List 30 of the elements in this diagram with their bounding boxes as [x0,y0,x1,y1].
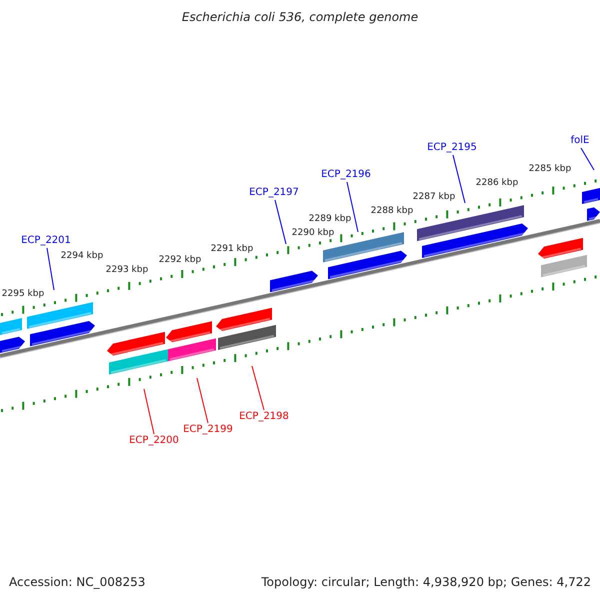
gene-label: ECP_2197 [249,187,299,199]
tick-label: 2288 kbp [370,206,414,216]
gene-label: ECP_2196 [321,169,371,181]
gene-label: ECP_2201 [21,235,71,247]
tick-label: 2290 kbp [292,228,334,238]
tick-label: 2292 kbp [158,255,202,265]
leader-line [144,388,154,434]
leader-line [196,378,208,424]
tick-label: 2294 kbp [60,251,104,261]
tick-label: 2287 kbp [412,192,456,202]
tick-label: 2291 kbp [210,244,254,254]
gene-label: ECP_2199 [183,424,233,436]
gene-label: folE [570,135,590,147]
leader-line [452,154,466,204]
accession-text: Accession: NC_008253 [9,575,146,589]
leader-line [46,248,54,290]
gene-label: ECP_2200 [129,435,179,447]
leader-line [346,182,358,232]
genome-info-text: Topology: circular; Length: 4,938,920 bp; Genes: 4,722 [261,575,591,589]
tick-label: 2289 kbp [308,214,352,224]
leader-line [274,200,286,244]
title: Escherichia coli 536, complete genome [180,10,420,24]
leader-line [580,148,594,170]
tick-label: 2293 kbp [106,265,148,275]
tick-label: 2286 kbp [476,178,518,188]
tick-label: 2295 kbp [2,289,44,299]
gene-label: ECP_2198 [239,411,289,423]
leader-line [252,366,264,410]
tick-label: 2285 kbp [528,164,572,174]
gene-label: ECP_2195 [427,142,477,154]
